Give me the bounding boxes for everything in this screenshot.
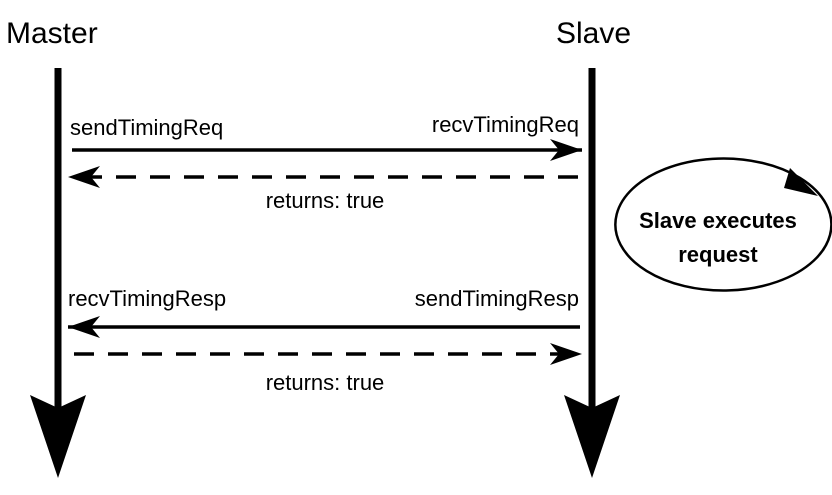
slave-lifeline bbox=[564, 68, 620, 478]
send-timing-resp-label: sendTimingResp bbox=[415, 286, 579, 311]
message-request-return: returns: true bbox=[68, 166, 578, 213]
note-line-1: Slave executes bbox=[639, 208, 797, 233]
master-lifeline-arrowhead bbox=[30, 395, 86, 478]
send-timing-req-label: sendTimingReq bbox=[70, 115, 223, 140]
slave-executes-note: Slave executes request bbox=[614, 157, 832, 292]
recv-timing-req-label: recvTimingReq bbox=[432, 112, 579, 137]
note-ellipse bbox=[614, 157, 832, 292]
message-send-timing-req: sendTimingReq recvTimingReq bbox=[70, 112, 582, 161]
request-return-label: returns: true bbox=[266, 188, 385, 213]
master-lifeline-label: Master bbox=[6, 17, 98, 50]
message-response-return: returns: true bbox=[74, 343, 582, 395]
recv-timing-resp-label: recvTimingResp bbox=[68, 286, 226, 311]
slave-lifeline-arrowhead bbox=[564, 395, 620, 478]
slave-lifeline-label: Slave bbox=[556, 17, 631, 50]
response-return-label: returns: true bbox=[266, 370, 385, 395]
note-cycle-arrowhead bbox=[784, 168, 818, 196]
master-lifeline bbox=[30, 68, 86, 478]
note-line-2: request bbox=[678, 242, 758, 267]
message-recv-timing-resp: recvTimingResp sendTimingResp bbox=[68, 286, 580, 338]
